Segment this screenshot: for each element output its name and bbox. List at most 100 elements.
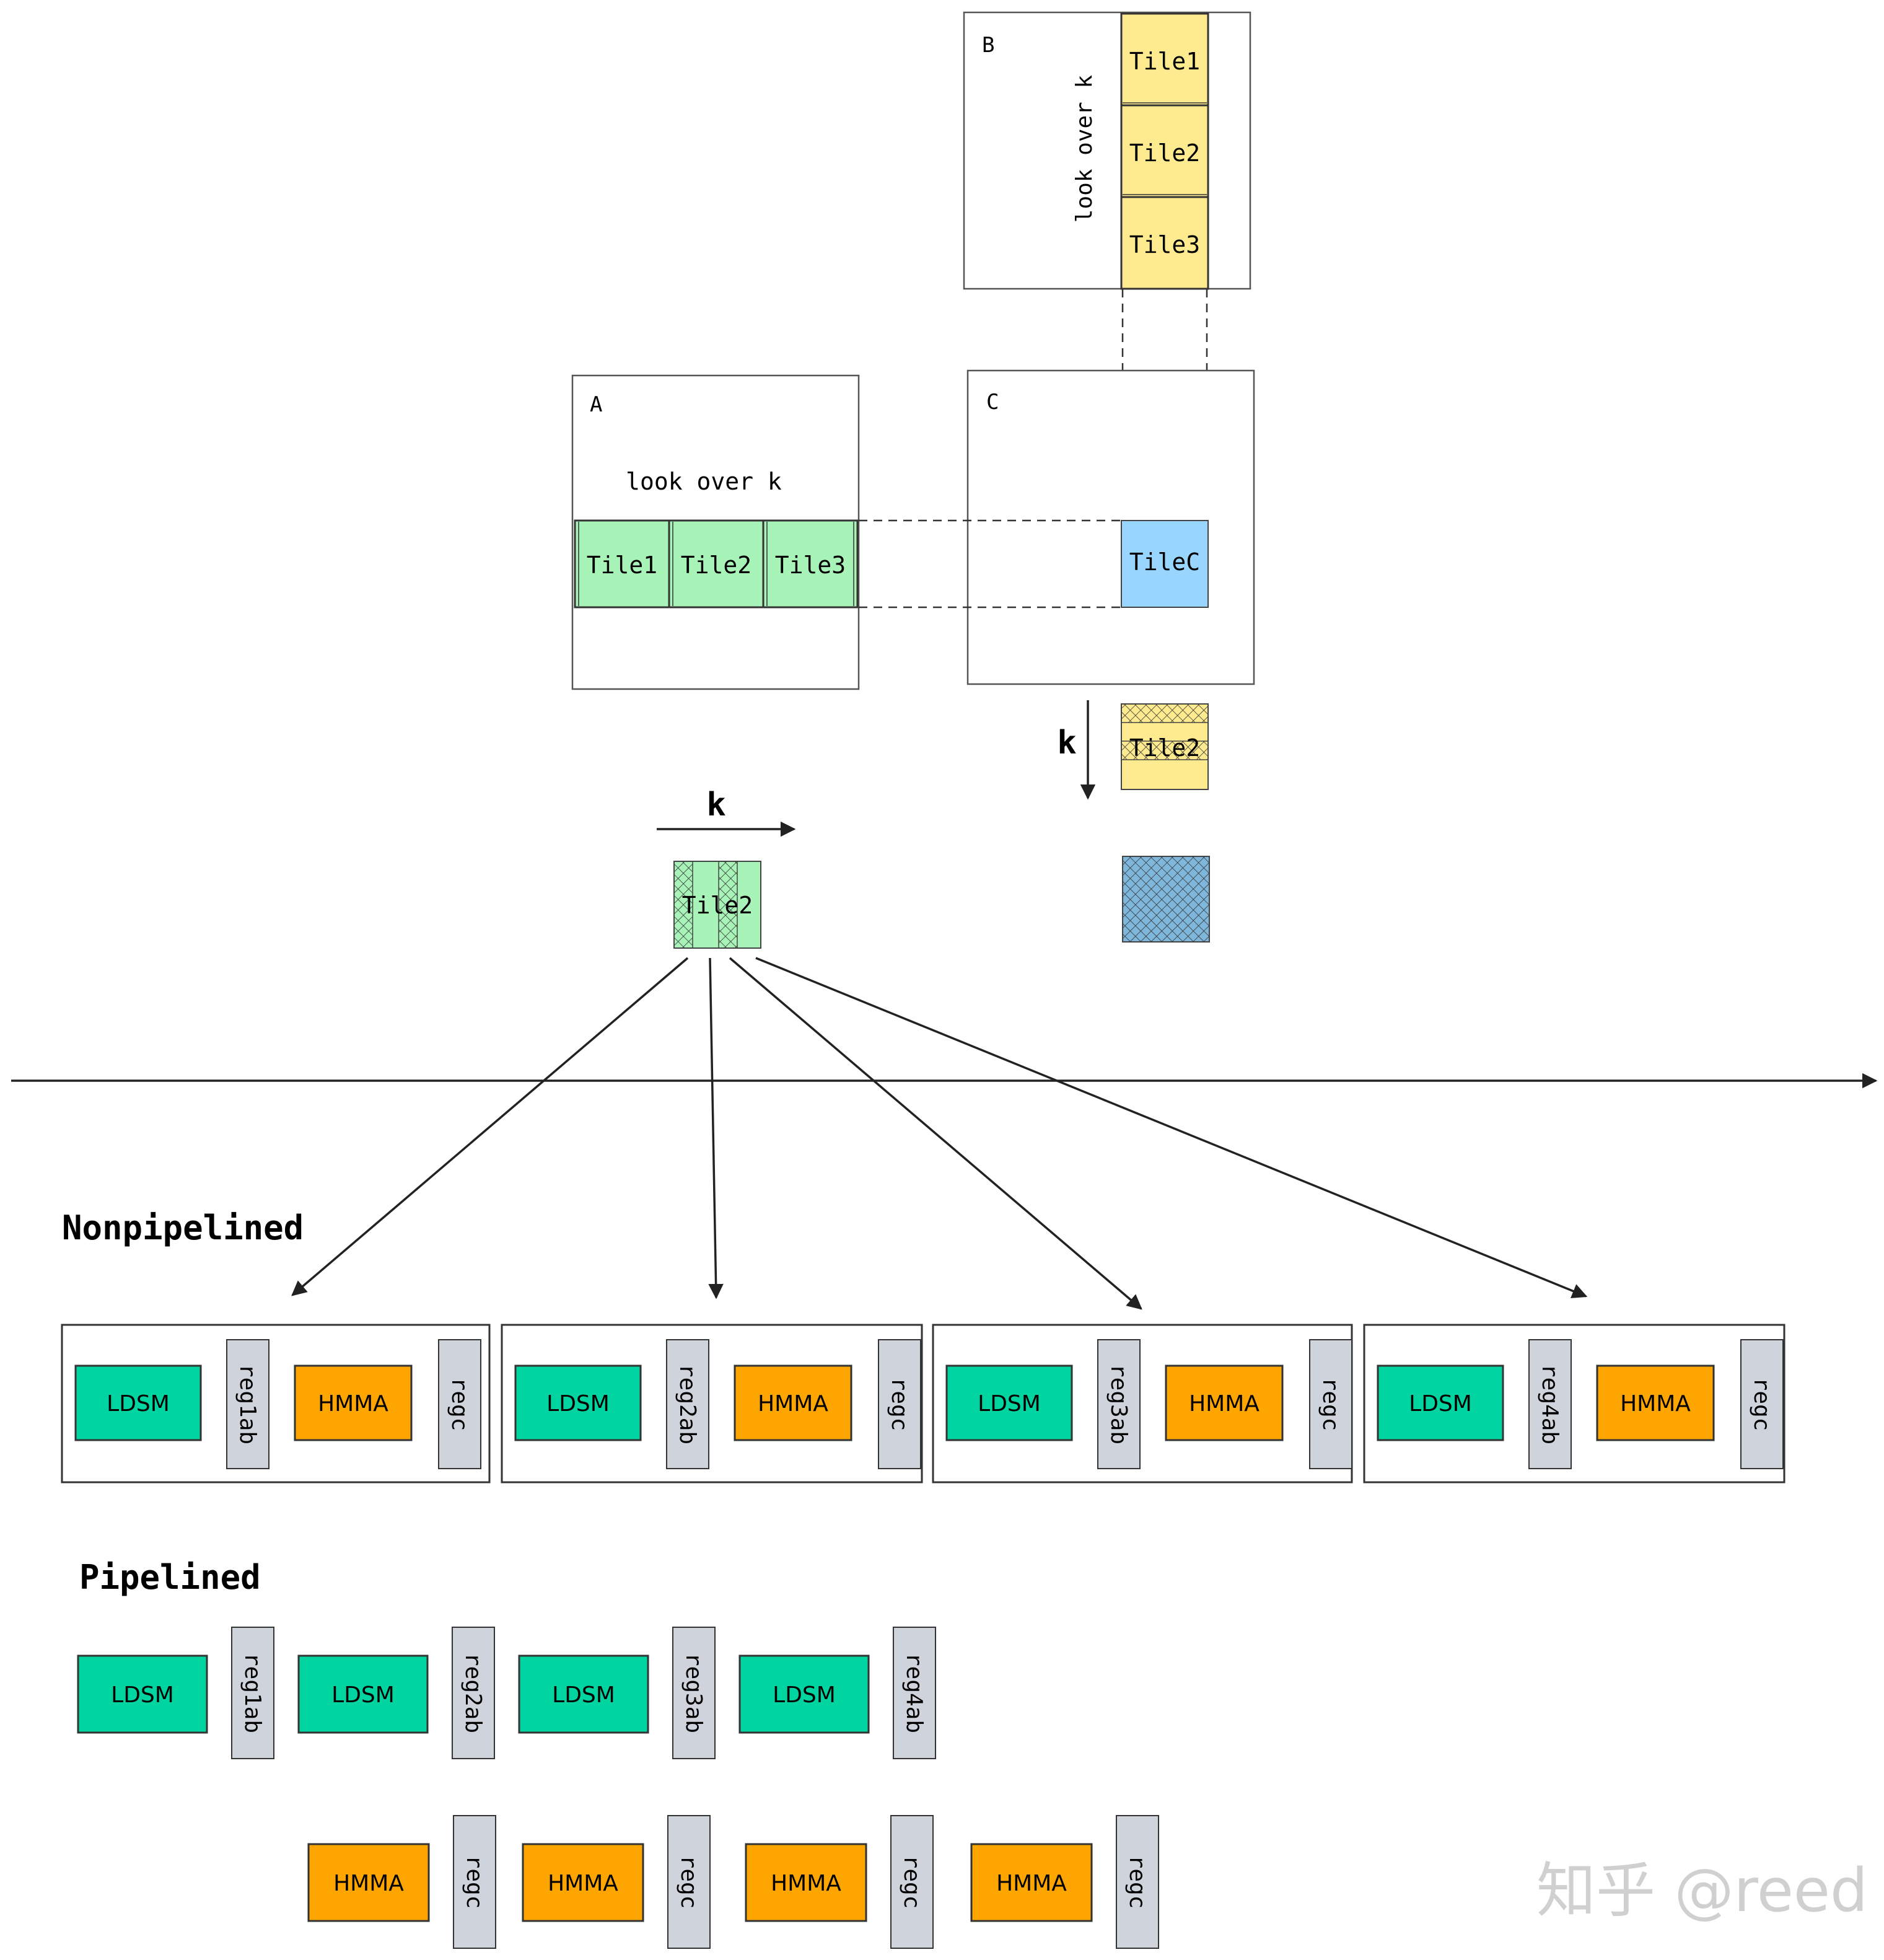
np-regc-3-label: regc xyxy=(1318,1378,1343,1431)
np-hmma-2-label: HMMA xyxy=(758,1391,828,1417)
b-tile-1: Tile1 xyxy=(1120,12,1209,107)
p-hmma-2-label: HMMA xyxy=(548,1871,618,1896)
p-regab-2: reg2ab xyxy=(452,1627,495,1759)
p-regab-3: reg3ab xyxy=(672,1627,716,1759)
matrix-b: B look over k Tile1 Tile2 Tile3 xyxy=(963,11,1251,290)
k-horizontal-label: k xyxy=(706,786,725,824)
p-regab-4: reg4ab xyxy=(893,1627,936,1759)
np-hmma-3: HMMA xyxy=(1165,1365,1284,1441)
fanout-arrows xyxy=(291,957,1588,1310)
pipelined-computes: HMMA regc HMMA regc HMMA regc HMMA regc xyxy=(307,1815,1159,1949)
np-regab-4: reg4ab xyxy=(1528,1339,1572,1469)
a-tile-1-label: Tile1 xyxy=(587,552,657,579)
nonpipelined-title: Nonpipelined xyxy=(62,1208,304,1247)
k-vertical-label: k xyxy=(1057,724,1076,762)
k-horizontal-indicator: k xyxy=(657,786,796,837)
arrow-to-group-2 xyxy=(708,957,724,1299)
p-regc-4-label: regc xyxy=(1124,1855,1150,1909)
a-tile-3: Tile3 xyxy=(762,519,859,609)
np-regc-2-label: regc xyxy=(887,1378,912,1431)
np-regab-2-label: reg2ab xyxy=(675,1364,700,1444)
p-regc-3-label: regc xyxy=(899,1855,924,1909)
p-hmma-1-label: HMMA xyxy=(333,1871,404,1896)
p-hmma-2: HMMA xyxy=(522,1843,644,1922)
p-regc-1-label: regc xyxy=(462,1855,487,1909)
a-tile-1: Tile1 xyxy=(574,519,670,609)
a-tile-3-label: Tile3 xyxy=(775,552,846,579)
a-tile-2: Tile2 xyxy=(668,519,765,609)
p-hmma-1: HMMA xyxy=(307,1843,430,1922)
k-vertical-indicator: k xyxy=(1057,700,1096,800)
np-hmma-4-label: HMMA xyxy=(1620,1391,1691,1417)
p-ldsm-1: LDSM xyxy=(77,1655,208,1734)
b-slice-tile-label: Tile2 xyxy=(1129,734,1200,762)
matrix-c: C TileC xyxy=(966,369,1255,685)
a-slice-tile-label: Tile2 xyxy=(682,892,753,919)
np-regab-2: reg2ab xyxy=(666,1339,709,1469)
p-regab-4-label: reg4ab xyxy=(901,1653,927,1733)
np-hmma-1-label: HMMA xyxy=(318,1391,388,1417)
p-ldsm-3: LDSM xyxy=(518,1655,649,1734)
a-slice-tile: Tile2 xyxy=(673,861,761,949)
np-hmma-3-label: HMMA xyxy=(1189,1391,1260,1417)
np-regc-4-label: regc xyxy=(1749,1378,1774,1431)
np-regc-1: regc xyxy=(438,1339,481,1469)
np-hmma-1: HMMA xyxy=(294,1365,413,1441)
p-ldsm-1-label: LDSM xyxy=(111,1682,174,1708)
np-hmma-2: HMMA xyxy=(734,1365,852,1441)
np-regab-4-label: reg4ab xyxy=(1537,1364,1562,1444)
p-hmma-4: HMMA xyxy=(970,1843,1093,1922)
np-hmma-4: HMMA xyxy=(1596,1365,1715,1441)
b-slice-tile: Tile2 xyxy=(1121,703,1209,790)
watermark: 知乎 @reed xyxy=(1536,1856,1868,1925)
np-regc-2: regc xyxy=(878,1339,921,1469)
matrix-a-label: A xyxy=(590,392,602,417)
matrix-b-label: B xyxy=(982,33,994,58)
p-regab-1: reg1ab xyxy=(231,1627,274,1759)
p-regab-3-label: reg3ab xyxy=(681,1653,706,1733)
b-tile-2-label: Tile2 xyxy=(1129,139,1200,167)
matrix-a: A look over k Tile1 Tile2 Tile3 xyxy=(571,374,860,690)
nonpipelined-group-3: LDSM reg3ab HMMA regc xyxy=(932,1324,1353,1483)
nonpipelined-group-2: LDSM reg2ab HMMA regc xyxy=(501,1324,923,1483)
p-hmma-3: HMMA xyxy=(745,1843,867,1922)
pipelined-title: Pipelined xyxy=(79,1558,261,1597)
p-regc-2-label: regc xyxy=(676,1855,701,1909)
arrow-to-group-3 xyxy=(729,957,1142,1310)
c-slice-tile xyxy=(1122,856,1210,943)
np-ldsm-1: LDSM xyxy=(74,1365,202,1441)
np-regab-3: reg3ab xyxy=(1097,1339,1141,1469)
tile-c-label: TileC xyxy=(1129,548,1200,576)
matrix-a-note: look over k xyxy=(626,468,782,495)
p-hmma-3-label: HMMA xyxy=(771,1871,841,1896)
np-regc-1-label: regc xyxy=(447,1378,472,1431)
p-ldsm-2: LDSM xyxy=(297,1655,429,1734)
np-ldsm-4-label: LDSM xyxy=(1409,1391,1472,1417)
b-tile-1-label: Tile1 xyxy=(1129,48,1200,75)
np-regab-1-label: reg1ab xyxy=(235,1364,260,1444)
np-ldsm-3-label: LDSM xyxy=(978,1391,1041,1417)
np-ldsm-2-label: LDSM xyxy=(546,1391,610,1417)
arrow-to-group-1 xyxy=(291,957,689,1296)
np-ldsm-1-label: LDSM xyxy=(107,1391,170,1417)
p-regc-2: regc xyxy=(667,1815,711,1949)
np-regab-1: reg1ab xyxy=(226,1339,269,1469)
nonpipelined-group-1: LDSM reg1ab HMMA regc xyxy=(61,1324,491,1483)
b-tile-2: Tile2 xyxy=(1120,104,1209,198)
matrix-b-note: look over k xyxy=(1072,74,1097,222)
p-ldsm-2-label: LDSM xyxy=(331,1682,395,1708)
np-regc-3: regc xyxy=(1309,1339,1352,1469)
b-tile-3: Tile3 xyxy=(1120,196,1209,290)
tile-c: TileC xyxy=(1121,520,1209,608)
p-hmma-4-label: HMMA xyxy=(996,1871,1067,1896)
np-ldsm-4: LDSM xyxy=(1377,1365,1504,1441)
p-regc-1: regc xyxy=(453,1815,496,1949)
p-regab-2-label: reg2ab xyxy=(460,1653,486,1733)
p-regc-4: regc xyxy=(1116,1815,1159,1949)
np-ldsm-2: LDSM xyxy=(514,1365,642,1441)
matrix-c-label: C xyxy=(986,390,999,415)
arrow-to-group-4 xyxy=(755,957,1588,1299)
